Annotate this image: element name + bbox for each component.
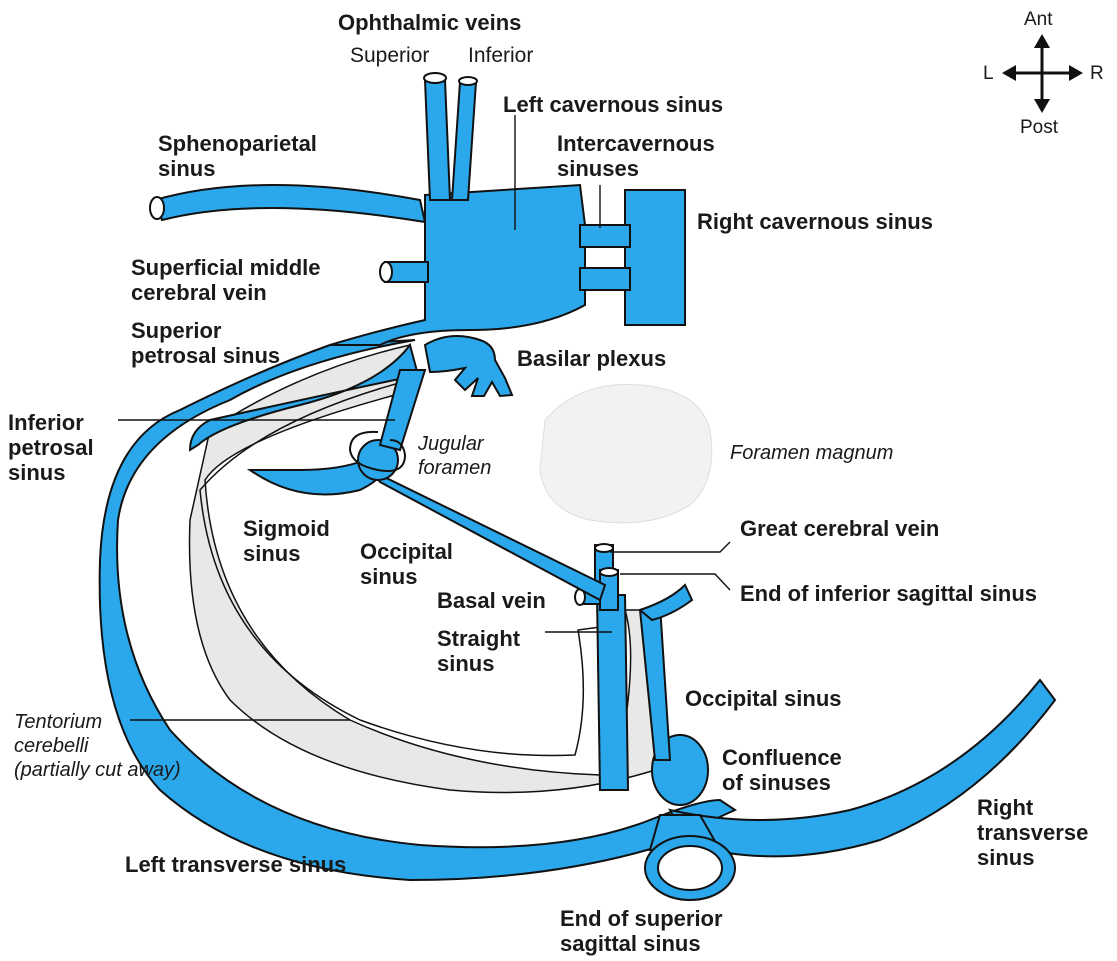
- label-straight-sinus: Straight sinus: [437, 626, 520, 676]
- label-superficial-middle-cerebral-vein: Superficial middle cerebral vein: [131, 255, 321, 305]
- leader-great-cerebral-vein: [610, 542, 730, 552]
- label-sphenoparietal-sinus: Sphenoparietal sinus: [158, 131, 317, 181]
- label-basilar-plexus: Basilar plexus: [517, 346, 666, 371]
- label-sigmoid-sinus: Sigmoid sinus: [243, 516, 330, 566]
- label-end-of-inferior-sagittal-sinus: End of inferior sagittal sinus: [740, 581, 1037, 606]
- compass-left: L: [983, 62, 994, 86]
- label-intercavernous-sinuses: Intercavernous sinuses: [557, 131, 715, 181]
- label-ophthalmic-veins: Ophthalmic veins: [338, 10, 521, 35]
- label-great-cerebral-vein: Great cerebral vein: [740, 516, 939, 541]
- compass-rose: [1002, 34, 1083, 113]
- superior-sagittal-sinus-cut-inner: [658, 846, 722, 890]
- sphenoparietal-sinus: [155, 185, 425, 222]
- inferior-sagittal-sinus-cut: [600, 568, 618, 576]
- label-occipital-sinus-left: Occipital sinus: [360, 539, 453, 589]
- compass-right: R: [1090, 62, 1104, 86]
- label-basal-vein: Basal vein: [437, 588, 546, 613]
- right-cavernous-sinus: [625, 190, 685, 325]
- compass-anterior: Ant: [1024, 8, 1053, 32]
- intercavernous-sinus-anterior: [580, 225, 630, 247]
- label-confluence-of-sinuses: Confluence of sinuses: [722, 745, 842, 795]
- intercavernous-sinus-posterior: [580, 268, 630, 290]
- label-ophthalmic-superior: Superior: [350, 44, 429, 68]
- label-right-transverse-sinus: Right transverse sinus: [977, 795, 1088, 870]
- straight-sinus: [597, 595, 628, 790]
- label-end-of-superior-sagittal-sinus: End of superior sagittal sinus: [560, 906, 723, 956]
- label-left-transverse-sinus: Left transverse sinus: [125, 852, 346, 877]
- leader-inferior-sagittal: [620, 574, 730, 590]
- label-occipital-sinus-right: Occipital sinus: [685, 686, 842, 711]
- inferior-ophthalmic-vein: [452, 82, 476, 200]
- label-ophthalmic-inferior: Inferior: [468, 44, 533, 68]
- basilar-plexus: [425, 336, 512, 396]
- occipital-sinus-upper: [640, 585, 692, 620]
- foramen-magnum: [540, 384, 712, 522]
- superficial-middle-cerebral-vein-cut: [380, 262, 392, 282]
- label-tentorium-cerebelli: Tentorium cerebelli (partially cut away): [14, 710, 181, 782]
- sphenoparietal-sinus-cut: [150, 197, 164, 219]
- label-inferior-petrosal-sinus: Inferior petrosal sinus: [8, 410, 94, 485]
- label-left-cavernous-sinus: Left cavernous sinus: [503, 92, 723, 117]
- superior-ophthalmic-vein: [425, 80, 450, 200]
- label-foramen-magnum: Foramen magnum: [730, 441, 893, 465]
- label-right-cavernous-sinus: Right cavernous sinus: [697, 209, 933, 234]
- great-cerebral-vein-cut: [595, 544, 613, 552]
- inferior-ophthalmic-vein-cut: [459, 77, 477, 85]
- label-superior-petrosal-sinus: Superior petrosal sinus: [131, 318, 280, 368]
- label-jugular-foramen: Jugular foramen: [418, 432, 491, 480]
- superior-ophthalmic-vein-cut: [424, 73, 446, 83]
- compass-posterior: Post: [1020, 116, 1058, 140]
